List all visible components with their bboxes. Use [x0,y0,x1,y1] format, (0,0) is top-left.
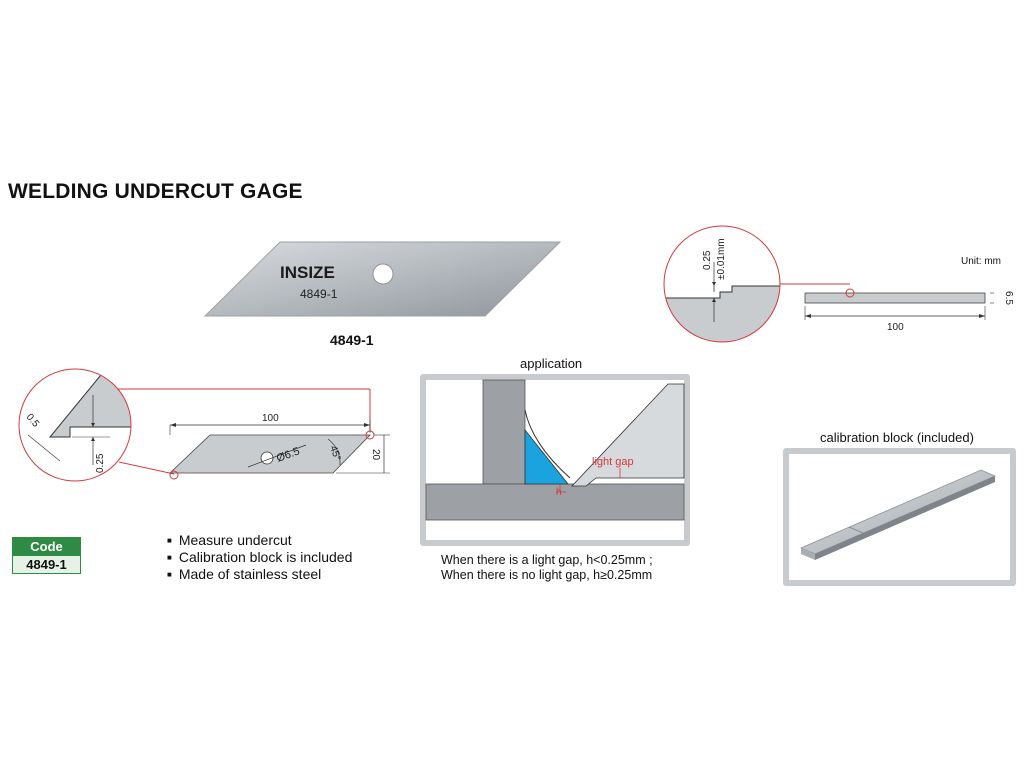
application-title: application [520,356,583,371]
tip-step-dim-text: 0.25 [95,453,106,473]
feature-item: Calibration block is included [167,549,353,566]
unit-label: Unit: mm [961,256,1001,267]
code-table-header: Code [12,537,81,556]
weld-bead [524,428,569,485]
base-plate [425,483,685,521]
plan-length-dim-text: 100 [262,413,279,424]
angle-dim-text: 45° [327,444,343,462]
feature-item: Made of stainless steel [167,566,352,583]
page-title: WELDING UNDERCUT GAGE [8,180,303,203]
thickness-drawing: 0.25 ±0.01mm 100 6.5 [663,225,1014,343]
model-label: 4849-1 [330,332,374,348]
blade-model-text: 4849-1 [300,287,338,301]
feature-list: Measure undercut Calibration block is in… [167,532,353,583]
h-label: h [556,487,562,498]
plan-drawing: 0.5 0.25 Ø6.5 45° 100 20 [18,368,390,482]
code-table: Code 4849-1 [12,537,81,574]
application-note-2: When there is no light gap, h≥0.25mm [441,568,653,582]
gage-blade [571,383,685,487]
tolerance-dim-text: ±0.01mm [716,238,727,280]
height-dim-text: 20 [370,449,381,461]
tip-magnify-circle [18,368,132,482]
blade-hole [372,263,394,285]
calibration-title: calibration block (included) [820,430,974,445]
product-blade-image: INSIZE 4849-1 [203,241,562,317]
vertical-plate [482,379,526,485]
feature-item: Measure undercut [167,532,352,549]
brand-logo: INSIZE [280,263,335,282]
calibration-block-image [783,448,1016,586]
application-note-1: When there is a light gap, h<0.25mm ; [441,553,653,567]
side-view-bar [804,292,986,304]
thickness-dim-text: 6.5 [1003,291,1014,305]
application-diagram: light gap h [420,374,690,546]
step-dim-text: 0.25 [702,250,713,270]
length-dim-text: 100 [887,322,904,333]
code-table-value: 4849-1 [12,555,81,574]
light-gap-label: light gap [592,456,634,468]
